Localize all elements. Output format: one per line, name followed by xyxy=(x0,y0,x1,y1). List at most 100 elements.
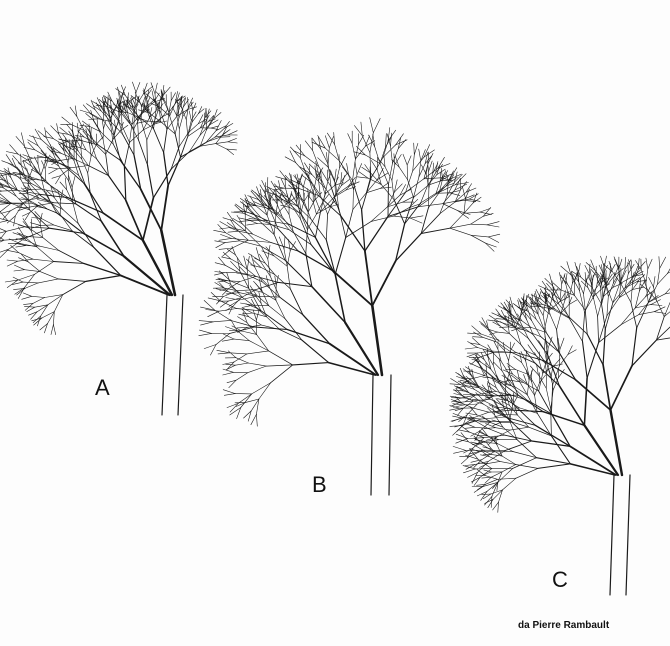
tree-b-leader-1-branch xyxy=(318,158,329,167)
tree-c-leader-0-branch xyxy=(559,352,576,380)
tree-c-leader-2-branch xyxy=(456,434,468,438)
tree-c-leader-3-branch xyxy=(474,477,480,485)
tree-a-leader-3-branch xyxy=(121,276,169,296)
tree-a-leader-1-branch xyxy=(84,233,124,256)
tree-b-leader-0-branch xyxy=(231,238,248,240)
tree-b-leader-3-branch xyxy=(269,306,285,319)
tree-a-leader-1-branch xyxy=(41,163,45,176)
tree-b-leader-2-branch xyxy=(227,291,242,297)
tree-a-leader-0-branch xyxy=(139,140,148,165)
tree-b-leader-1-branch xyxy=(303,178,306,188)
tree-b-leader-2-branch xyxy=(231,284,243,297)
tree-b-leader-0-branch xyxy=(414,143,418,154)
tree-b-leader-0-branch xyxy=(328,148,329,164)
tree-c-leader-0-branch xyxy=(619,259,622,269)
tree-c-leader-3-branch xyxy=(486,424,496,428)
tree-a-trunk-left xyxy=(162,295,167,415)
tree-a-leader-1-branch xyxy=(0,212,1,220)
tree-c-leader-2-branch xyxy=(465,398,483,404)
tree-a-leader-2-branch xyxy=(132,82,136,92)
tree-label-a: A xyxy=(95,375,110,401)
tree-a-leader-3-branch xyxy=(58,279,86,282)
tree-b-leader-2-branch xyxy=(255,267,262,282)
tree-a-leader-3-branch xyxy=(38,279,58,283)
tree-c-leader-1-branch xyxy=(511,343,515,350)
tree-c-leader-0-branch xyxy=(479,321,487,328)
tree-b-leader-0-branch xyxy=(471,216,484,224)
tree-a-leader-2-branch xyxy=(216,144,227,150)
tree-c-leader-1-branch xyxy=(584,425,618,475)
tree-b-leader-0-branch xyxy=(428,171,429,185)
tree-b-leader-1-branch xyxy=(235,255,242,266)
tree-c-leader-1-branch xyxy=(473,332,482,337)
tree-c-leader-0-branch xyxy=(605,303,613,329)
tree-a-leader-1-branch xyxy=(35,179,46,180)
tree-b-leader-3-branch xyxy=(248,366,267,373)
tree-c-leader-3-branch xyxy=(537,413,551,436)
tree-c-leader-0-branch xyxy=(648,259,652,269)
tree-a-leader-0-branch xyxy=(61,153,73,158)
tree-c-leader-1-branch xyxy=(584,378,587,425)
tree-c-leader-3-branch xyxy=(486,479,498,484)
tree-b-leader-1-branch xyxy=(308,200,315,212)
tree-c-leader-1-branch xyxy=(450,406,460,409)
tree-b-leader-1-branch xyxy=(354,174,358,189)
tree-b-leader-2-branch xyxy=(261,267,275,274)
tree-b-leader-0-branch xyxy=(353,181,362,210)
tree-b-leader-3-branch xyxy=(226,365,235,369)
tree-b-leader-2-branch xyxy=(268,245,270,259)
tree-a-leader-1-branch xyxy=(68,163,69,181)
tree-a-leader-2-branch xyxy=(188,97,189,107)
tree-b-leader-3-branch xyxy=(269,351,293,365)
tree-c-leader-0-branch xyxy=(646,269,648,283)
tree-c-leader-0-branch xyxy=(555,309,570,318)
tree-b-leader-3-branch xyxy=(224,394,235,396)
tree-b-leader-3-branch xyxy=(228,351,236,358)
tree-c-leader-2-branch xyxy=(551,414,570,447)
tree-b-leader-1-branch xyxy=(304,202,311,220)
tree-b-leader-2-branch xyxy=(279,237,284,249)
tree-b-leader-0-branch xyxy=(315,212,320,238)
tree-b-leader-0-branch xyxy=(362,178,371,210)
tree-c-leader-2-branch xyxy=(539,341,545,350)
tree-c-leader-1-branch xyxy=(575,262,578,274)
tree-b-leader-3-branch xyxy=(223,390,235,394)
tree-a-leader-2-branch xyxy=(224,121,229,128)
tree-b-leader-3-branch xyxy=(262,291,269,306)
tree-c-leader-3-branch xyxy=(488,461,500,463)
tree-a-leader-1-branch xyxy=(23,183,31,184)
tree-c-leader-1-branch xyxy=(569,318,582,341)
tree-b-leader-1-branch xyxy=(281,179,285,188)
tree-b-leader-3-branch xyxy=(242,305,253,307)
tree-b-leader-2-branch xyxy=(216,334,230,345)
tree-a-leader-1-branch xyxy=(29,200,39,205)
tree-b-leader-0-branch xyxy=(296,163,307,176)
tree-b-leader-1-branch xyxy=(245,203,248,214)
tree-b-leader-3-branch xyxy=(302,340,329,362)
tree-a-leader-3-branch xyxy=(45,295,63,298)
tree-b-leader-3-branch xyxy=(230,353,247,354)
tree-b-leader-1-branch xyxy=(335,274,345,322)
tree-c-leader-2-branch xyxy=(480,421,491,430)
tree-c-leader-3-branch xyxy=(474,486,483,492)
tree-a-leader-2-branch xyxy=(228,138,237,141)
tree-b-leader-0-branch xyxy=(381,185,394,200)
tree-a-leader-3-branch xyxy=(72,187,73,202)
tree-c-leader-1-branch xyxy=(473,337,483,338)
tree-b-leader-0-branch xyxy=(487,222,499,225)
tree-b-leader-3-branch xyxy=(257,334,269,351)
tree-c-leader-1-branch xyxy=(489,330,496,342)
tree-c-leader-0-branch xyxy=(585,265,589,274)
tree-a-trunk-right xyxy=(178,295,183,415)
tree-b-leader-3-branch xyxy=(276,300,285,319)
tree-c-trunk-right xyxy=(626,475,630,595)
tree-a-leader-2-branch xyxy=(151,83,155,94)
tree-b-leader-0-branch xyxy=(228,231,239,232)
tree-a-leader-3-branch xyxy=(27,237,42,238)
tree-a-leader-2-branch xyxy=(123,134,134,155)
tree-a-leader-0-branch xyxy=(67,124,73,131)
tree-c-leader-3-branch xyxy=(484,451,492,455)
tree-c-leader-3-branch xyxy=(482,477,492,478)
tree-c-leader-1-branch xyxy=(493,322,501,326)
